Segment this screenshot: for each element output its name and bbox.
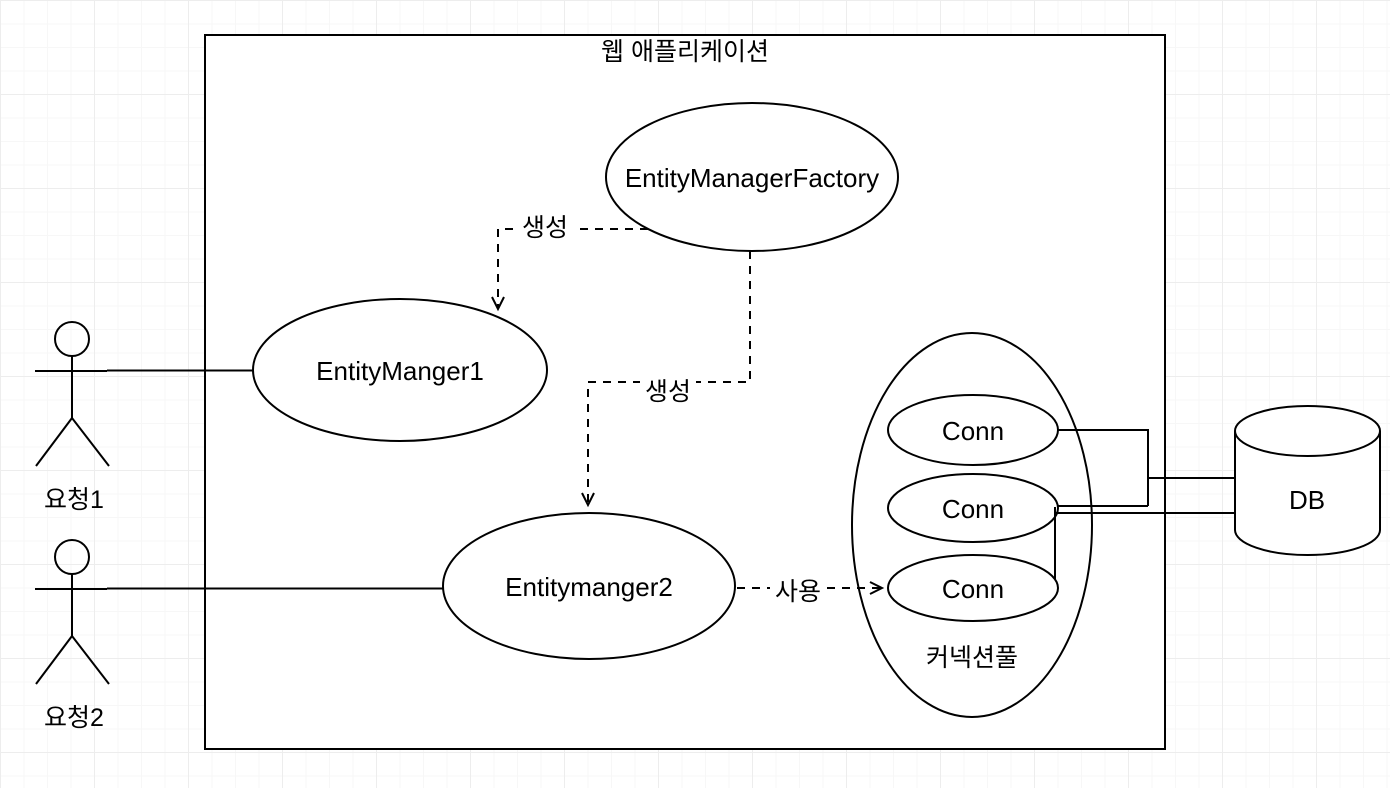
entity-manager-1-ellipse [252, 298, 548, 442]
conn-ellipse-3 [887, 554, 1059, 622]
entity-manager-factory-ellipse [605, 102, 899, 252]
actor-1: 요청1 [35, 321, 110, 514]
conn1-junction-line [1058, 429, 1149, 506]
db-cylinder: DB [1234, 405, 1381, 556]
entity-manager-1-label: EntityManger1 [316, 356, 484, 386]
create-label-2-bg [640, 375, 696, 407]
actor-2: 요청2 [35, 539, 110, 732]
conn-label-3: Conn [942, 574, 1004, 604]
actor-1-head-icon [54, 321, 90, 357]
create-label-1: 생성 [522, 214, 568, 242]
db-cylinder-top-rim [1234, 430, 1381, 457]
entity-manager-2-label: Entitymanger2 [505, 572, 673, 602]
create-label-2: 생성 [645, 378, 691, 406]
create-label-1-bg [517, 211, 573, 243]
use-label-bg [770, 575, 826, 607]
use-label: 사용 [775, 578, 821, 606]
conn-ellipse-2 [887, 473, 1059, 543]
create-edge-1 [491, 228, 648, 312]
db-cylinder-body [1234, 405, 1381, 556]
db-label: DB [1289, 485, 1325, 515]
actor-1-label: 요청1 [44, 486, 104, 514]
entity-manager-2-ellipse [442, 512, 736, 660]
actor-2-leg-right [71, 635, 110, 685]
actor-1-leg-left [35, 417, 73, 467]
web-application-title: 웹 애플리케이션 [601, 38, 769, 66]
actor-2-leg-left [35, 635, 73, 685]
connection-pool-label: 커넥션풀 [926, 644, 1018, 672]
actor-2-label: 요청2 [44, 704, 104, 732]
actor-1-leg-right [71, 417, 110, 467]
entity-manager-factory-label: EntityManagerFactory [625, 163, 879, 193]
conn-label-2: Conn [942, 494, 1004, 524]
conn-label-1: Conn [942, 416, 1004, 446]
actor-2-head-icon [54, 539, 90, 575]
